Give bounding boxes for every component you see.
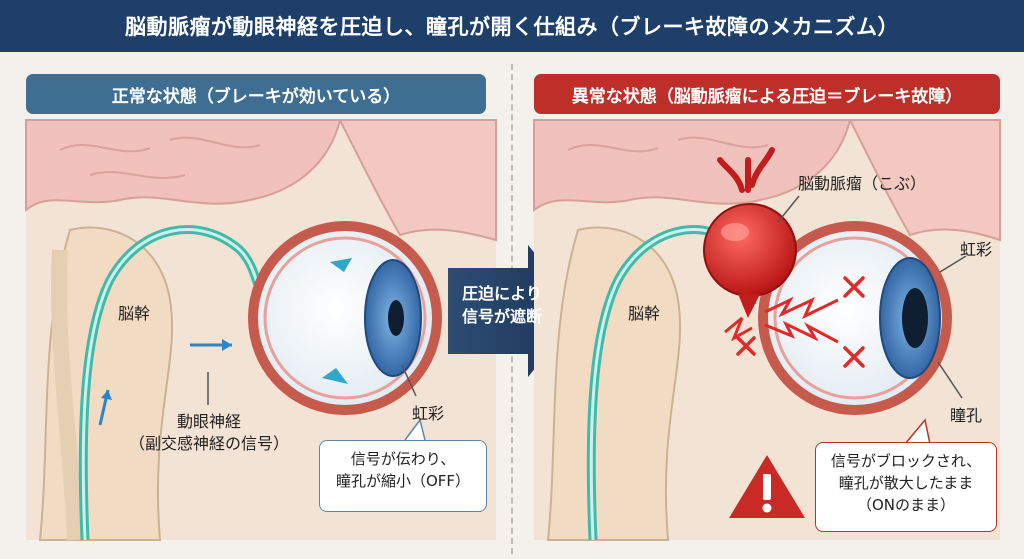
pupil xyxy=(388,300,404,336)
brain-tissue xyxy=(25,119,342,213)
abnormal-callout: 信号がブロックされ、 瞳孔が散大したまま （ONのまま） xyxy=(815,442,997,532)
brainstem-label-normal: 脳幹 xyxy=(118,304,151,323)
transition-line2: 信号が遮断 xyxy=(461,307,542,327)
nerve-label-line1: 動眼神経 xyxy=(176,412,241,431)
iris-label-normal: 虹彩 xyxy=(412,404,445,423)
block-x-marks xyxy=(736,276,865,368)
normal-callout: 信号が伝わり、 瞳孔が縮小（OFF） xyxy=(319,440,487,512)
blocked-signal-zigzag xyxy=(764,296,839,320)
brainstem-label-abnormal: 脳幹 xyxy=(628,304,661,323)
abnormal-panel-art xyxy=(533,119,1001,541)
transition-line1: 圧迫により xyxy=(462,284,542,303)
abnormal-callout-line1: 信号がブロックされ、 xyxy=(830,452,982,470)
abnormal-state-heading: 異常な状態（脳動脈瘤による圧迫＝ブレーキ故障） xyxy=(534,74,1000,114)
normal-panel-art xyxy=(25,119,497,541)
pupil-label: 瞳孔 xyxy=(950,406,983,425)
dilated-pupil xyxy=(902,288,928,348)
normal-callout-line2: 瞳孔が縮小（OFF） xyxy=(335,471,471,490)
page-title: 脳動脈瘤が動眼神経を圧迫し、瞳孔が開く仕組み（ブレーキ故障のメカニズム） xyxy=(0,0,1024,52)
abnormal-callout-line2: 瞳孔が散大したまま xyxy=(838,473,974,492)
normal-callout-line1: 信号が伝わり、 xyxy=(350,450,456,468)
normal-state-heading: 正常な状態（ブレーキが効いている） xyxy=(26,74,486,114)
transition-text: 圧迫により 信号が遮断 xyxy=(456,282,548,328)
abnormal-callout-line3: （ONのまま） xyxy=(856,495,956,514)
iris-label-abnormal: 虹彩 xyxy=(960,240,993,259)
nerve-label-line2: （副交感神経の信号） xyxy=(128,434,289,453)
aneurysm-label: 脳動脈瘤（こぶ） xyxy=(798,174,927,193)
